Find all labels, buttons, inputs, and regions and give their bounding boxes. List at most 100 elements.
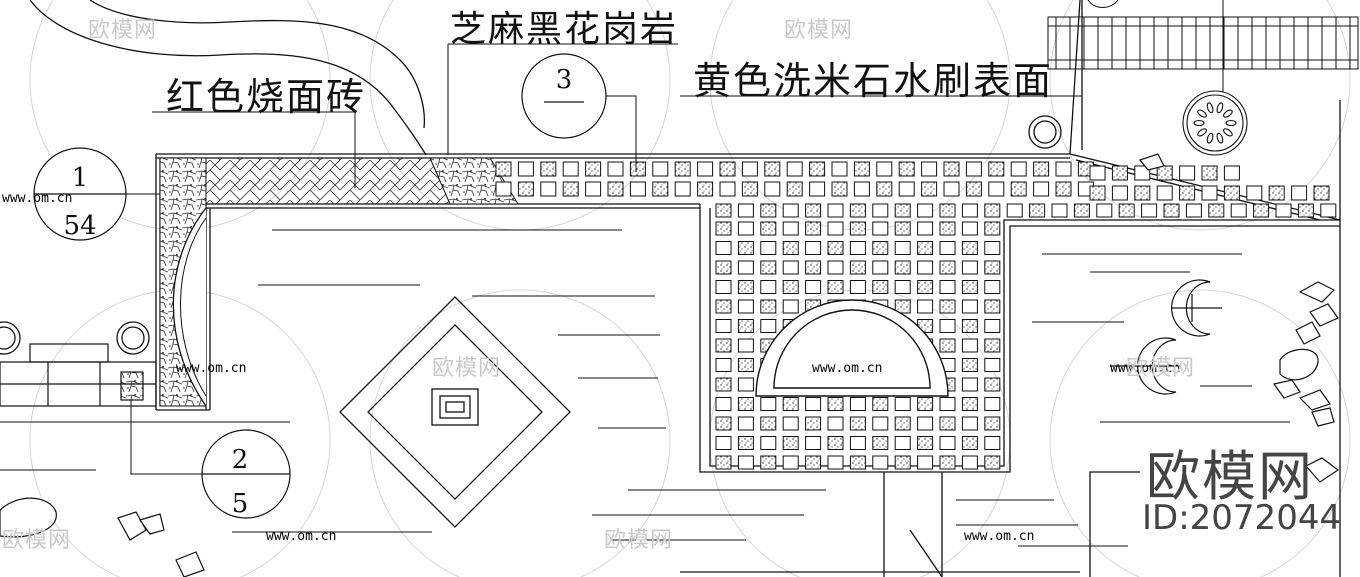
paving-tile [805,280,822,294]
paving-tile [988,181,1005,197]
paving-tile [984,241,1001,255]
paving-tile [737,299,754,314]
paving-tile [939,455,956,470]
paving-tile [965,181,982,197]
paving-tile [872,280,889,294]
paving-tile [1185,203,1202,218]
detail-marker-1-top: 1 [72,163,89,193]
tree-petal [1193,119,1205,127]
paving-tile [562,161,579,177]
paving-tile [607,161,624,177]
pillar-block [120,371,144,401]
paving-tile [961,299,978,314]
paving-tile [961,358,978,372]
paving-tile [1313,185,1330,201]
paving-tile [898,181,915,197]
paving-tile [961,377,978,392]
leader-lines [126,43,1082,475]
paving-tile [782,241,799,255]
paving-tile [1275,203,1292,218]
paving-tile [849,416,866,431]
paving-tile [760,299,777,314]
tree-petal [1197,109,1207,118]
paving-tile [760,455,777,470]
paving-tile [737,319,754,333]
paving-tile [1006,203,1023,218]
paving-tile [872,416,889,431]
paving-tile [737,241,754,255]
paving-tile [849,221,866,236]
tree-petal [1223,128,1233,137]
paving-tile [674,161,691,177]
paving-tile [741,181,758,197]
paving-tile [1111,165,1128,181]
detail-marker-2 [201,429,291,519]
paving-tile [1055,161,1072,177]
paving-tile [1096,203,1113,218]
label-yellow-terrazzo: 黄色洗米石水刷表面 [693,59,1054,103]
paving-tile [849,280,866,294]
watermark-name: 欧模网 [432,356,502,381]
paving-tile [715,397,732,411]
paving-tile [715,338,732,353]
label-sesame-granite: 芝麻黑花岗岩 [450,9,679,50]
watermark-name: 欧模网 [2,528,72,553]
paving-tile [917,260,934,275]
paving-tile [782,455,799,470]
paving-tile [1320,203,1337,218]
paving-tile [585,181,602,197]
paving-tile [737,260,754,275]
paving-tile [872,260,889,275]
paving-tile [917,241,934,255]
paving-tile [737,221,754,236]
paving-tile [827,241,844,255]
paving-tile [1291,185,1308,201]
paving-tile [939,436,956,450]
paving-tile [965,161,982,177]
paving-tile [917,416,934,431]
paving-tile [921,181,938,197]
tree-petal [1216,102,1224,114]
paving-tile [1073,203,1090,218]
paving-tile [782,203,799,218]
paving-tile [760,203,777,218]
paving-tile [1134,165,1151,181]
paving-tile [984,358,1001,372]
paving-tile [961,241,978,255]
paving-tile [827,436,844,450]
paving-tile [715,358,732,372]
paving-tile [737,280,754,294]
paving-tile [715,377,732,392]
paving-tile [495,161,512,177]
paving-tile [786,161,803,177]
paving-tile [872,455,889,470]
paving-tile [917,397,934,411]
paving-tile [805,260,822,275]
paving-tile [939,241,956,255]
paving-tile [652,181,669,197]
paving-tile [809,161,826,177]
paving-tile [715,203,732,218]
tile-grid-top [495,161,1337,218]
paving-tile [782,416,799,431]
paving-tile [984,319,1001,333]
tree-petal [1197,128,1207,137]
paving-tile [961,455,978,470]
paving-tile [764,161,781,177]
diamond-planter [339,296,571,528]
paving-tile [715,436,732,450]
paving-tile [715,241,732,255]
tree-petal [1216,132,1224,144]
paving-tile [1089,165,1106,181]
paving-tile [894,416,911,431]
paving-tile [939,338,956,353]
paving-tile [961,397,978,411]
detail-marker-2-bottom: 5 [232,489,249,519]
paving-tile [917,455,934,470]
paving-tile [827,397,844,411]
paving-tile [715,221,732,236]
paving-tile [827,416,844,431]
paving-tile [805,455,822,470]
paving-tile [984,338,1001,353]
paving-tile [1051,203,1068,218]
